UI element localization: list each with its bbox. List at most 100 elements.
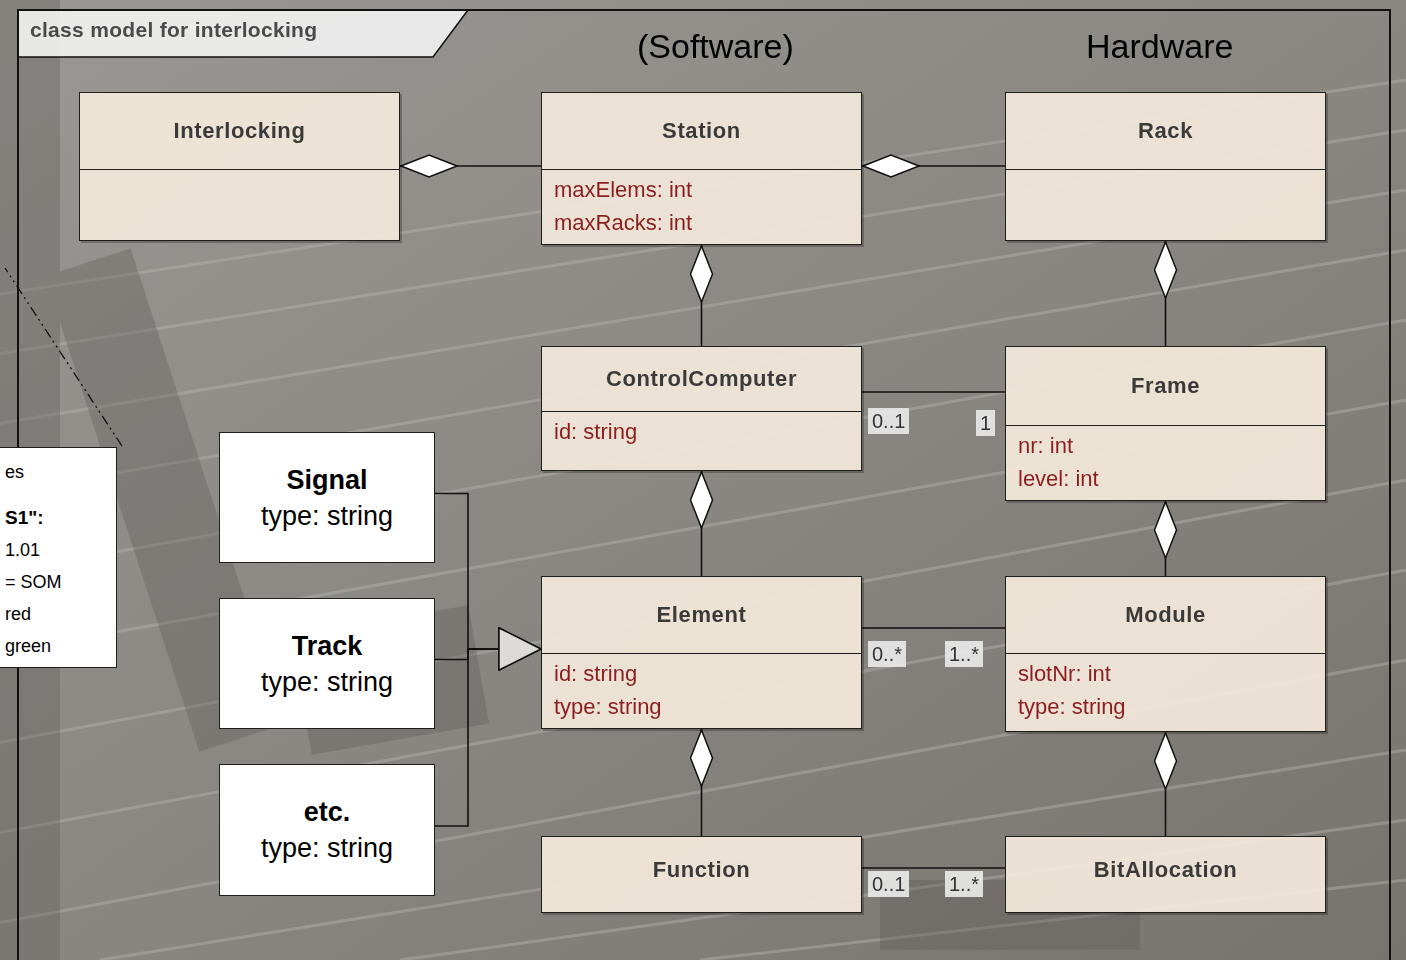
subclass-attribute: type: string — [261, 498, 393, 534]
class-header: Station — [542, 93, 861, 169]
attribute-list: id: string — [542, 412, 861, 452]
class-attribute: slotNr: int — [1018, 657, 1313, 690]
association-line — [862, 627, 1005, 629]
class-attributes: nr: intlevel: int — [1006, 425, 1325, 500]
aggregation-line — [400, 165, 541, 167]
class-box: Station maxElems: intmaxRacks: int — [541, 92, 862, 245]
attribute-list — [1006, 170, 1325, 177]
class-attribute: maxElems: int — [554, 173, 849, 206]
class-attributes: id: stringtype: string — [542, 653, 861, 728]
subclass-box: etc.type: string — [219, 764, 435, 896]
subclass-name: Track — [292, 628, 363, 664]
attribute-list: nr: intlevel: int — [1006, 426, 1325, 499]
aggregation-line — [701, 729, 703, 836]
multiplicity: 1 — [976, 410, 995, 436]
class-name: Element — [657, 602, 747, 628]
class-box: Function — [541, 836, 862, 913]
aggregation-line — [1165, 241, 1167, 346]
track-lines — [0, 80, 1406, 960]
class-header: Element — [542, 577, 861, 653]
class-attribute: maxRacks: int — [554, 206, 849, 239]
multiplicity: 0..1 — [868, 871, 909, 897]
class-attributes: id: string — [542, 411, 861, 470]
attribute-list: id: stringtype: string — [542, 654, 861, 727]
class-header: Function — [542, 837, 861, 903]
class-box: Rack — [1005, 92, 1326, 241]
note-text: S1": — [5, 502, 112, 534]
aggregation-line — [1165, 501, 1167, 576]
class-name: BitAllocation — [1094, 857, 1237, 883]
class-header: Interlocking — [80, 93, 399, 169]
class-name: ControlComputer — [606, 366, 797, 392]
class-box: Frame nr: intlevel: int — [1005, 346, 1326, 501]
subclass-name: etc. — [304, 794, 351, 830]
note-box: esS1":1.01= SOMredgreen — [0, 447, 117, 668]
note-text: 1.01 — [5, 534, 112, 566]
multiplicity: 1..* — [945, 871, 983, 897]
class-attribute: id: string — [554, 657, 849, 690]
wagon-shapes — [0, 0, 1140, 960]
aggregation-line — [1165, 732, 1167, 836]
aggregation-line — [862, 165, 1005, 167]
frame-tab — [18, 10, 468, 57]
association-line — [862, 867, 1005, 869]
attribute-list — [1006, 903, 1325, 910]
class-attribute: nr: int — [1018, 429, 1313, 462]
class-header: ControlComputer — [542, 347, 861, 411]
aggregation-line — [701, 471, 703, 576]
class-name: Interlocking — [174, 118, 306, 144]
attribute-list — [80, 170, 399, 177]
class-name: Module — [1125, 602, 1206, 628]
class-attributes — [542, 903, 861, 912]
class-box: Interlocking — [79, 92, 400, 241]
class-attributes — [1006, 169, 1325, 240]
class-attribute: level: int — [1018, 462, 1313, 495]
class-attribute: type: string — [554, 690, 849, 723]
column-heading: Hardware — [1086, 27, 1233, 66]
class-header: Module — [1006, 577, 1325, 653]
class-attributes — [1006, 903, 1325, 912]
class-attributes: slotNr: inttype: string — [1006, 653, 1325, 731]
attribute-list — [542, 903, 861, 910]
class-attribute: id: string — [554, 415, 849, 448]
class-header: BitAllocation — [1006, 837, 1325, 903]
subclass-name: Signal — [286, 462, 367, 498]
subclass-box: Tracktype: string — [219, 598, 435, 729]
class-attributes: maxElems: intmaxRacks: int — [542, 169, 861, 244]
class-header: Rack — [1006, 93, 1325, 169]
multiplicity: 0..1 — [868, 408, 909, 434]
generalization-line — [435, 649, 541, 660]
subclass-attribute: type: string — [261, 664, 393, 700]
attribute-list: slotNr: inttype: string — [1006, 654, 1325, 727]
class-name: Rack — [1138, 118, 1193, 144]
note-text: green — [5, 630, 112, 662]
aggregation-line — [701, 245, 703, 346]
multiplicity: 1..* — [945, 641, 983, 667]
generalization-line — [435, 649, 541, 826]
note-text: red — [5, 598, 112, 630]
generalization-line — [435, 494, 541, 650]
diagram-frame — [18, 10, 1390, 960]
frame-tab-edge — [18, 10, 468, 57]
frame-title: class model for interlocking — [30, 18, 317, 42]
class-attributes — [80, 169, 399, 240]
class-name: Function — [653, 857, 751, 883]
multiplicity: 0..* — [868, 641, 906, 667]
class-box: BitAllocation — [1005, 836, 1326, 913]
class-name: Frame — [1131, 373, 1200, 399]
note-text: = SOM — [5, 566, 112, 598]
note-leader — [5, 268, 122, 446]
subclass-attribute: type: string — [261, 830, 393, 866]
class-name: Station — [662, 118, 741, 144]
class-box: ControlComputer id: string — [541, 346, 862, 471]
class-attribute: type: string — [1018, 690, 1313, 723]
class-header: Frame — [1006, 347, 1325, 425]
note-text: es — [5, 456, 112, 488]
column-heading: (Software) — [637, 27, 794, 66]
class-box: Module slotNr: inttype: string — [1005, 576, 1326, 732]
association-line — [862, 391, 1005, 393]
class-box: Element id: stringtype: string — [541, 576, 862, 729]
attribute-list: maxElems: intmaxRacks: int — [542, 170, 861, 243]
subclass-box: Signaltype: string — [219, 432, 435, 563]
